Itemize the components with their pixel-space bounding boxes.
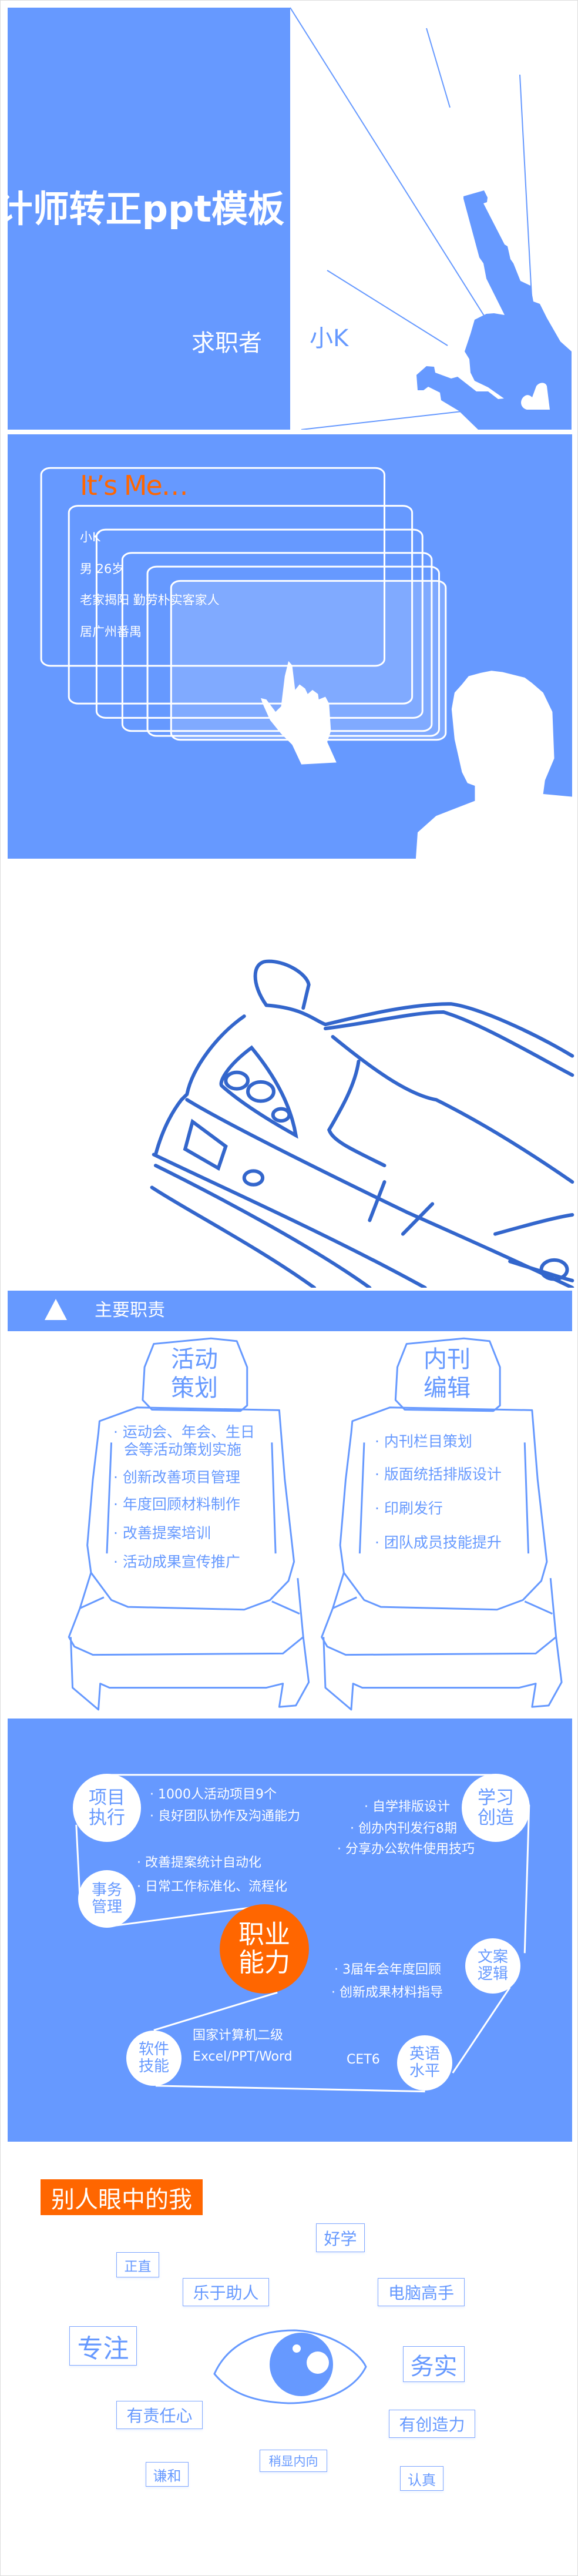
skills-slide: 项目执行 学习创造 事务管理 文案逻辑 软件技能 英语水平 职业能力 · 100… [1,1705,578,2152]
trait-tag: 电脑高手 [378,2278,465,2306]
skill-item: · 自学排版设计 [364,1800,450,1814]
seat-title-line: 活动 [171,1346,218,1373]
stacked-screens [1,430,573,859]
triangle-icon [45,1299,67,1320]
skill-item: 国家计算机二级 [193,2028,284,2043]
seat-outlines [68,1338,563,1710]
skill-item: Excel/PPT/Word [193,2049,293,2064]
trait-tag: 认真 [400,2466,443,2491]
duty-item: · 活动成果宣传推广 [113,1553,240,1570]
skill-item: · 1000人活动项目9个 [150,1787,277,1802]
skill-item: · 创办内刊发行8期 [350,1821,457,1836]
skills-connector-lines [1,1705,578,2152]
trait-tag: 务实 [403,2346,465,2382]
car-sketch-icon [1,859,578,1288]
duty-item: · 内刊栏目策划 [375,1433,472,1450]
car-slide [1,859,578,1288]
trait-tag: 谦和 [146,2462,189,2487]
skill-center-career-ability: 职业能力 [220,1904,309,1994]
duty-item: · 改善提案培训 [113,1525,211,1542]
skill-item: · 分享办公软件使用技巧 [337,1842,475,1857]
skill-node-english: 英语水平 [397,2035,452,2091]
trait-tag: 有责任心 [116,2401,203,2429]
skill-node-software: 软件技能 [126,2031,182,2086]
skill-item: · 改善提案统计自动化 [137,1855,261,1870]
pointing-hand-icon [260,661,337,765]
skill-item: · 创新成果材料指导 [331,1985,443,2000]
applicant-label: 求职者 [191,330,262,357]
about-name: 小K [80,530,100,544]
cover-blue-panel: 设计师转正ppt模板 求职者 [8,8,290,430]
cover-slide: 设计师转正ppt模板 求职者 小K [1,1,577,430]
duty-item: · 年度回顾材料制作 [113,1496,240,1513]
duty-item: · 团队成员技能提升 [375,1534,502,1551]
eye-icon [213,2329,367,2404]
about-residence: 居广州番禺 [80,625,142,639]
seat-title-left: 活动 策划 [171,1345,218,1403]
skill-node-affairs: 事务管理 [78,1870,136,1928]
trait-tag: 专注 [69,2326,137,2366]
duty-item: · 运动会、年会、生日 [113,1423,255,1441]
duties-header: 主要职责 [95,1300,165,1321]
skill-item: · 日常工作标准化、流程化 [137,1880,287,1894]
skill-node-project-execution: 项目执行 [73,1774,141,1842]
applicant-name: 小K [310,325,349,352]
duty-item: · 版面统括排版设计 [375,1466,502,1483]
duty-item: · 印刷发行 [375,1500,443,1517]
trait-tag: 好学 [316,2223,365,2252]
trait-tag: 稍显内向 [260,2450,327,2472]
about-heading: It’s Me… [80,470,189,501]
duties-header-bar: 主要职责 [8,1291,572,1331]
trait-tag: 乐于助人 [183,2278,269,2306]
seat-title-line: 编辑 [424,1375,471,1402]
trait-tag: 有创造力 [389,2410,475,2438]
person-touching-screen-icon [415,671,573,859]
others-header: 别人眼中的我 [41,2179,203,2215]
others-view-slide: 别人眼中的我 好学 正直 乐于助人 电脑高手 专注 务实 有责任心 有创造力 谦… [1,2140,577,2575]
skill-node-learning: 学习创造 [462,1774,530,1842]
about-slide: It’s Me… 小K 男 26岁 老家揭阳 勤劳朴实客家人 居广州番禺 [1,430,577,859]
about-gender-age: 男 26岁 [80,562,125,576]
skill-item: · 良好团队协作及沟通能力 [150,1809,300,1824]
cheering-person-icon [290,7,572,430]
duties-slide: 主要职责 活动 策划 · 运动会、年会、生日 会等活动策划实施 · 创新改善项目… [1,1288,577,1717]
seat-title-line: 策划 [171,1375,218,1402]
skill-item: · 3届年会年度回顾 [334,1962,441,1977]
duty-item-cont: 会等活动策划实施 [124,1441,242,1458]
seat-title-right: 内刊 编辑 [424,1345,471,1403]
skill-item: CET6 [347,2052,380,2067]
about-hometown: 老家揭阳 勤劳朴实客家人 [80,593,220,607]
cover-title: 设计师转正ppt模板 [8,187,284,230]
skill-node-copywriting: 文案逻辑 [465,1938,520,1994]
seat-title-line: 内刊 [424,1346,471,1373]
trait-tag: 正直 [116,2252,159,2277]
duty-item: · 创新改善项目管理 [113,1469,240,1486]
